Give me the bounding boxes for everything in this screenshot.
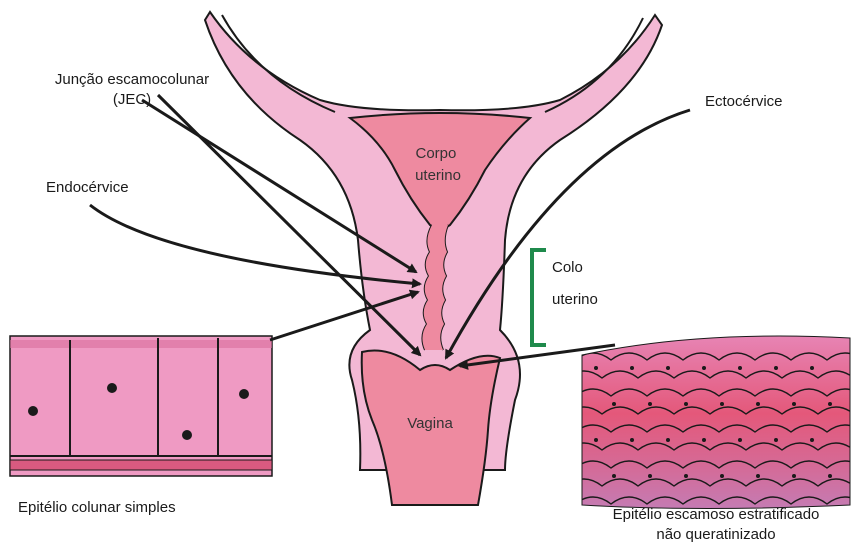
squamous-caption-line1: Epitélio escamoso estratificado: [582, 505, 850, 525]
jec-label-line1: Junção escamocolunar: [22, 70, 242, 90]
vagina-label: Vagina: [407, 415, 453, 432]
jec-label: Junção escamocolunar (JEC): [22, 70, 242, 110]
colo-label: Colo uterino: [552, 259, 598, 308]
squamous-epithelium: [566, 336, 851, 508]
ectocervice-label: Ectocérvice: [705, 92, 783, 112]
squamous-caption: Epitélio escamoso estratificado não quer…: [582, 505, 850, 545]
columnar-caption: Epitélio colunar simples: [18, 498, 176, 518]
squamous-caption-line2: não queratinizado: [582, 525, 850, 545]
colo-bracket: [532, 250, 546, 345]
endocervice-label: Endocérvice: [46, 178, 129, 198]
columnar-epithelium: [10, 336, 272, 476]
jec-label-line2: (JEC): [22, 90, 242, 110]
